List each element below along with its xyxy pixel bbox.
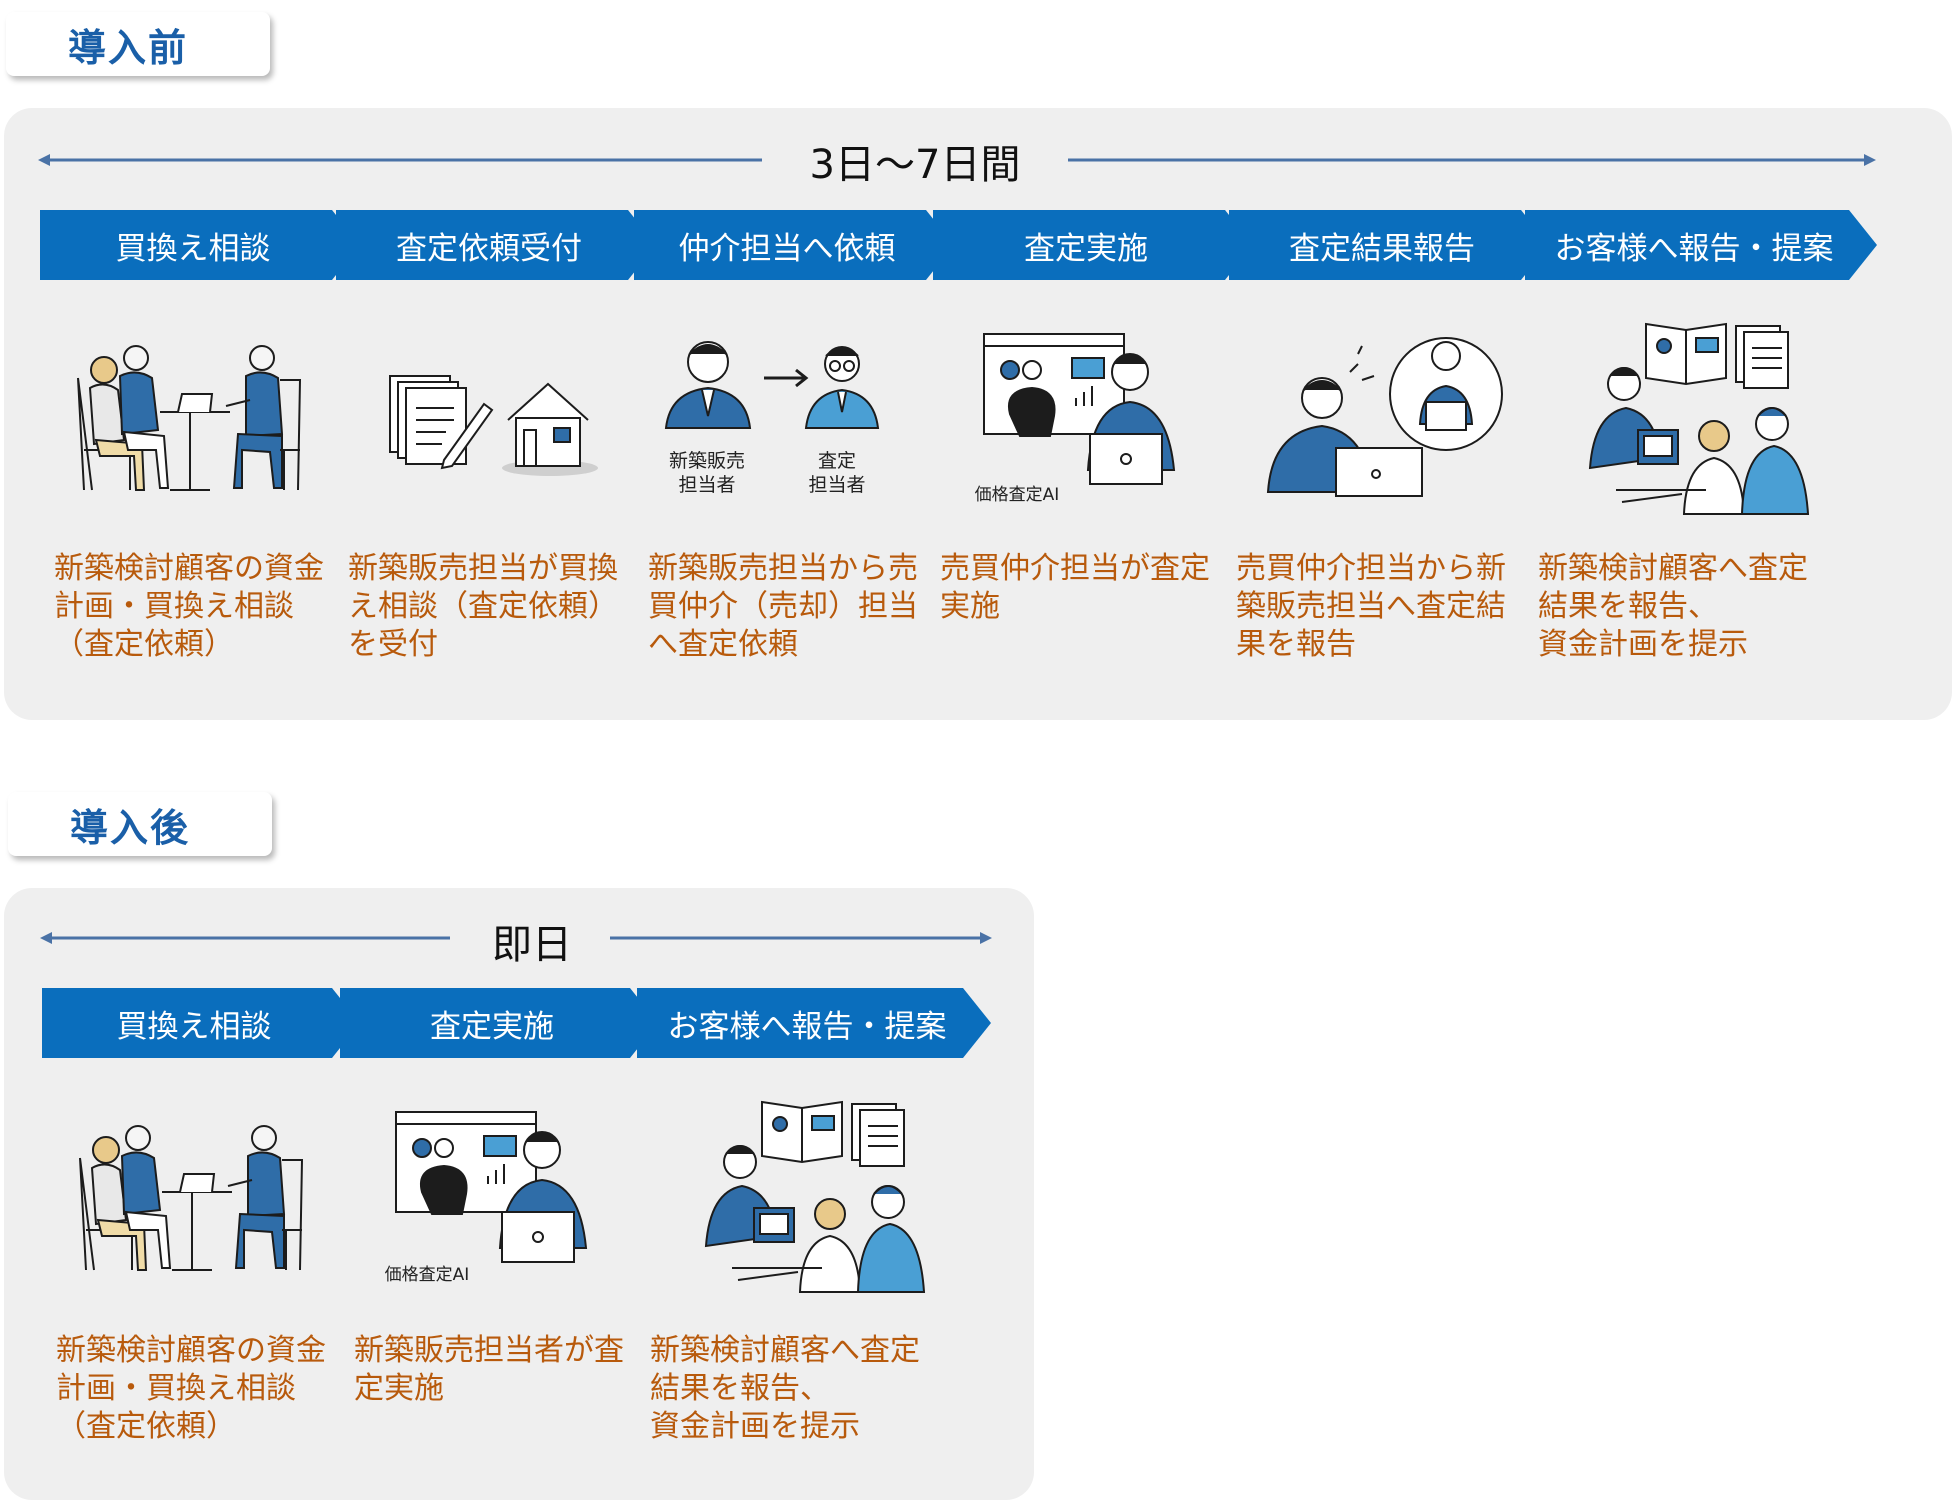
before-timeline — [38, 154, 1876, 166]
step-after-1: 買換え相談 — [42, 988, 360, 1058]
step-before-3: 仲介担当へ依頼 — [634, 210, 954, 280]
step-before-4: 査定実施 — [933, 210, 1253, 280]
ai-appraisal-icon — [395, 1111, 588, 1263]
step-description-before-3: 新築販売担当から売買仲介（売却）担当へ査定依頼 — [648, 551, 918, 662]
step-label: 買換え相談 — [115, 230, 271, 267]
step-description-after-1: 新築検討顧客の資金計画・買換え相談（査定依頼） — [56, 1333, 326, 1444]
ai-appraisal-icon — [983, 333, 1176, 485]
proposal-icon — [704, 1100, 926, 1293]
handoff-from-label: 新築販売 担当者 — [668, 450, 745, 496]
step-label: 査定結果報告 — [1289, 230, 1475, 267]
before-tag: 導入前 — [6, 12, 270, 76]
step-before-2: 査定依頼受付 — [336, 210, 656, 280]
after-timeline — [40, 932, 992, 944]
documents-house-icon — [389, 375, 598, 476]
handoff-to-label: 査定 担当者 — [808, 450, 866, 496]
step-before-1: 買換え相談 — [40, 210, 360, 280]
step-label: 買換え相談 — [116, 1008, 272, 1045]
after-duration: 即日 — [492, 922, 572, 968]
step-before-6: お客様へ報告・提案 — [1525, 210, 1877, 280]
step-description-before-5: 売買仲介担当から新築販売担当へ査定結果を報告 — [1236, 551, 1506, 662]
before-duration: 3日～7日間 — [809, 142, 1021, 188]
phone-report-icon — [1266, 337, 1503, 497]
step-description-before-2: 新築販売担当が買換え相談（査定依頼）を受付 — [348, 551, 618, 662]
step-before-5: 査定結果報告 — [1229, 210, 1549, 280]
step-description-before-1: 新築検討顧客の資金計画・買換え相談（査定依頼） — [54, 551, 324, 662]
step-description-before-4: 売買仲介担当が査定実施 — [940, 551, 1210, 624]
step-after-3: お客様へ報告・提案 — [637, 988, 991, 1058]
step-label: 査定依頼受付 — [396, 230, 582, 267]
step-description-after-2: 新築販売担当者が査定実施 — [354, 1333, 624, 1406]
step-label: 仲介担当へ依頼 — [678, 230, 896, 267]
consultation-icon — [77, 345, 302, 491]
step-description-before-6: 新築検討顧客へ査定結果を報告、 資金計画を提示 — [1538, 551, 1808, 662]
step-label: 査定実施 — [430, 1008, 554, 1045]
handoff-icon — [664, 341, 880, 429]
step-label: お客様へ報告・提案 — [1554, 230, 1834, 267]
step-label: お客様へ報告・提案 — [667, 1008, 947, 1045]
proposal-icon — [1588, 322, 1810, 515]
step-label: 査定実施 — [1024, 230, 1148, 267]
step-after-2: 査定実施 — [340, 988, 658, 1058]
consultation-icon — [79, 1125, 304, 1271]
step-description-after-3: 新築検討顧客へ査定結果を報告、 資金計画を提示 — [650, 1333, 920, 1444]
ai-label: 価格査定AI — [974, 485, 1060, 505]
ai-label: 価格査定AI — [384, 1265, 470, 1285]
after-tag: 導入後 — [8, 792, 272, 856]
